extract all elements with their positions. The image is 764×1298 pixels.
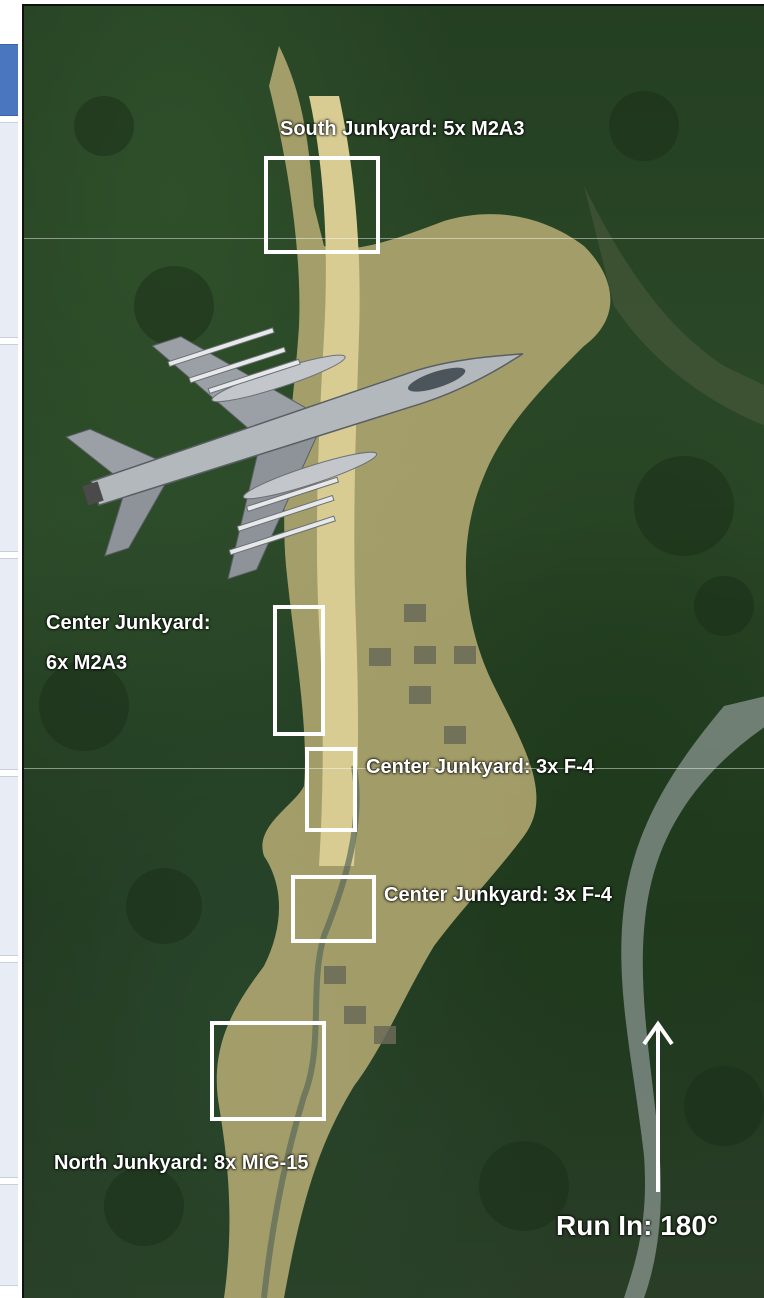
label-run-in-heading: Run In: 180° (556, 1210, 719, 1241)
panel-cell (0, 1184, 18, 1286)
panel-cell (0, 344, 18, 552)
panel-cell (0, 776, 18, 956)
left-panel-strip (0, 0, 20, 1296)
label-center-junkyard-1-line1: Center Junkyard: (46, 612, 211, 634)
label-center-junkyard-3: Center Junkyard: 3x F-4 (384, 884, 612, 906)
target-box-south (264, 156, 380, 254)
panel-cell (0, 122, 18, 338)
panel-cell-active (0, 44, 18, 116)
label-north-junkyard: North Junkyard: 8x MiG-15 (54, 1152, 309, 1174)
grid-line (24, 238, 764, 239)
label-center-junkyard-2: Center Junkyard: 3x F-4 (366, 756, 594, 778)
label-center-junkyard-1-line2: 6x M2A3 (46, 652, 128, 674)
target-box-center-3 (291, 875, 376, 943)
target-box-north (210, 1021, 326, 1121)
target-box-center-2 (305, 747, 357, 832)
fighter-jet-icon (65, 327, 524, 580)
satellite-map: South Junkyard: 5x M2A3 Center Junkyard:… (22, 4, 764, 1298)
target-box-center-1 (273, 605, 325, 736)
panel-cell (0, 962, 18, 1178)
panel-cell (0, 558, 18, 770)
arrow-up-icon (642, 1020, 674, 1192)
grid-line (24, 768, 764, 769)
label-south-junkyard: South Junkyard: 5x M2A3 (280, 118, 525, 140)
